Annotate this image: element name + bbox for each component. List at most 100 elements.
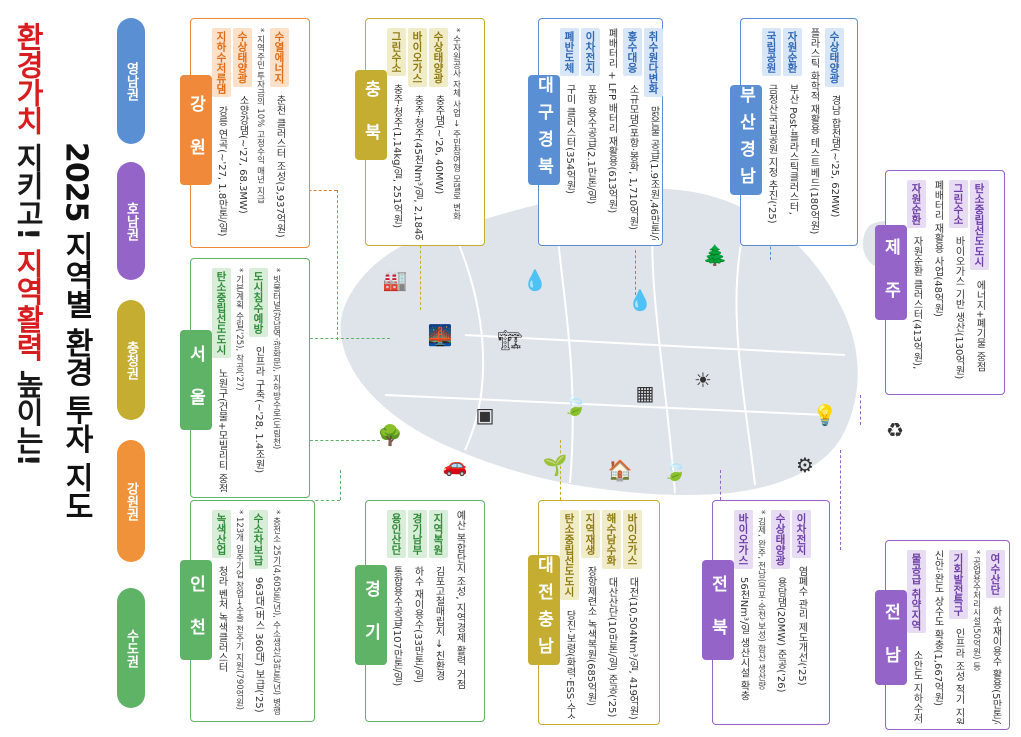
region-header-incheon: 인 천 [180, 560, 212, 660]
region-tag: 폐반도체 [560, 28, 579, 76]
region-text: 플라스틱 화학적 재활용 테스트베드(180억원) [808, 28, 819, 235]
region-name: 강 원 [185, 95, 206, 165]
region-text: 폐배터리 재활용 사업(48억원) [932, 180, 943, 317]
region-borders [384, 194, 846, 494]
region-tag: 취수원다변화 [644, 28, 663, 97]
region-text: 자원순환 클러스터(413억원), [911, 236, 922, 370]
connector-jeonnam [840, 450, 841, 550]
region-text: 맑은물 공급(1.9조원,46만톤/일) [648, 106, 659, 240]
plant-hand-icon: 🌱 [542, 453, 568, 477]
drop-gear-icon: ⚙ [796, 453, 814, 477]
region-header-jeju: 제 주 [875, 225, 907, 320]
region-tag: 도시침수예방 [249, 268, 268, 337]
title-part-1: 환경가치 [11, 22, 46, 134]
region-note: * 김제, 완주, 전남(목포·순천·보성) 합산 생산량 [756, 510, 766, 690]
connector-seoul [310, 338, 390, 339]
region-tag: 바이오가스 [623, 510, 642, 569]
region-tag: 지역재생 [581, 510, 600, 558]
region-text: 경남 합천댐(~'25, 62MW) [829, 95, 840, 218]
region-note: * 빗물터널(강남역·광화문), 지하방수로(도림천) [271, 268, 281, 450]
region-name: 경 기 [360, 580, 381, 650]
region-tag: 자원순환 [907, 180, 926, 228]
leaf-icon-2: 🍃 [662, 458, 688, 482]
region-name: 대전충남 [533, 556, 554, 664]
connector-daejeon [560, 440, 561, 500]
region-text: 소규모댐(포항·봉화, 1,710억원) [627, 84, 638, 230]
region-text: 에너지+폐기물 중점 [974, 280, 985, 372]
region-name: 전 남 [880, 602, 901, 673]
region-tag: 탄소중립선도도시 [970, 180, 989, 270]
region-tag: 수상태양광 [233, 28, 252, 87]
bridge-icon: 🌉 [427, 323, 453, 347]
region-note: * 수자원공사 자체 사업 → 주민참여형 모델로 변화 [451, 28, 461, 220]
region-header-jeonnam: 전 남 [875, 590, 907, 685]
region-header-seoul: 서 울 [180, 330, 212, 430]
green-city-icon: 🌳 [377, 423, 403, 447]
region-tag: 자원순환 [783, 28, 802, 76]
region-text: 소안도 지하수저류댐(300톤/일) [911, 650, 922, 724]
region-name: 충 북 [360, 80, 381, 150]
region-text: 963대(버스 360대) 보급('25) [253, 577, 264, 713]
region-text: 대산산단(10만톤/일) 준공('25) [606, 577, 617, 718]
legend-chungcheong: 충청권 [117, 300, 145, 420]
legend-honam: 호남권 [117, 162, 145, 280]
connector-jeju [860, 395, 861, 425]
region-tag: 탄소중립선도도시 [212, 268, 231, 358]
region-note: * 공업용수처리시설(50억원) 등 [971, 550, 981, 671]
region-tag: 그린수소 [387, 28, 406, 76]
region-tag: 용인산단 [387, 510, 406, 558]
recycle-icon: ♻ [886, 418, 904, 442]
waterfall-icon: 💧 [522, 268, 548, 292]
region-text: 청라 벤처 녹색클러스터 [216, 566, 227, 673]
region-text: 인프라 조성 적기 지원 [953, 628, 964, 724]
region-tag: 여수산단 [986, 550, 1005, 598]
region-name: 제 주 [880, 237, 901, 308]
region-tag: 수상태양광 [825, 28, 844, 87]
region-text: 바이오가스 기반 생산(130억원) [953, 236, 964, 380]
region-text: 충주·청주(45천Nm³/일, 2,184억원) [412, 95, 423, 240]
water-plant-icon: 🏗 [497, 328, 523, 352]
region-tag: 바이오가스 [734, 510, 753, 569]
region-tag: 수상태양광 [429, 28, 448, 87]
legend-yeongnam: 영남권 [117, 18, 145, 144]
region-text: 충주댐(~'26, 40MW) [433, 95, 444, 195]
connector-gangwon-v [337, 190, 338, 340]
page-subtitle: 2025 지역별 환경 투자 지도 [58, 142, 94, 521]
region-text: 신안·완도 상수도 확충(1,667억원) [932, 550, 943, 706]
region-tag: 이차전지 [792, 510, 811, 558]
factory-icon: 🏭 [382, 268, 408, 292]
region-text: 금정산국립공원 지정 추진('25) [766, 84, 777, 224]
region-tag: 바이오가스 [408, 28, 427, 87]
region-tag: 경기남부 [408, 510, 427, 558]
region-tag: 녹색산업 [212, 510, 231, 558]
region-tag: 지역복원 [429, 510, 448, 558]
region-text: 포항 용수공급(2.1만톤/일) [585, 84, 596, 205]
region-header-daegu: 대구경북 [528, 75, 560, 185]
region-text: 장항제련소 녹색복원(685억원) [585, 566, 596, 707]
region-tag: 이차전지 [581, 28, 600, 76]
region-text: 부산 Post-플라스틱클러스터, [787, 84, 798, 215]
region-text: 김포고철매립지 → 친환경 [433, 566, 444, 681]
region-name: 서 울 [185, 345, 206, 415]
region-text: 56천Nm³/일 생산시설 확충 [738, 577, 749, 701]
region-tag: 그린수소 [949, 180, 968, 228]
page-title: 환경가치 지키고! 지역활력 높이는! [8, 22, 47, 466]
region-text: 춘천 클러스터 조성(3,937억원) [274, 95, 285, 238]
wind-solar-icon: ☀ [694, 368, 712, 392]
region-header-gyeonggi: 경 기 [355, 565, 387, 665]
region-tag: 수상태양광 [771, 510, 790, 569]
region-tag: 수소차보급 [249, 510, 268, 569]
connector-incheon-v [340, 470, 341, 500]
legend-capital: 수도권 [117, 588, 145, 708]
region-text: 대전(10,504Nm³/일, 419억원) [627, 577, 638, 719]
region-text: 당진·보령(화력·ESS·수소·에너지밸리 중점) [564, 610, 575, 719]
water-drop-icon: 💧 [627, 288, 653, 312]
region-header-gangwon: 강 원 [180, 75, 212, 185]
region-tag: 기회발전특구 [949, 550, 968, 619]
region-note: * 지역주민 투자금의 10% 고정수익 매년 지급 [255, 28, 265, 204]
region-header-jeonbuk: 전 북 [702, 560, 734, 660]
title-part-2: 지키고! [11, 134, 46, 249]
region-note: * 충전소 25기(4,605톤/년), 수소생산(3만톤/년) 병행 [271, 510, 281, 715]
region-text: 노원구(건물+모빌리티 중점) [216, 368, 227, 492]
region-note: * 기본계획 수립('25), 착공('27) [234, 268, 244, 391]
